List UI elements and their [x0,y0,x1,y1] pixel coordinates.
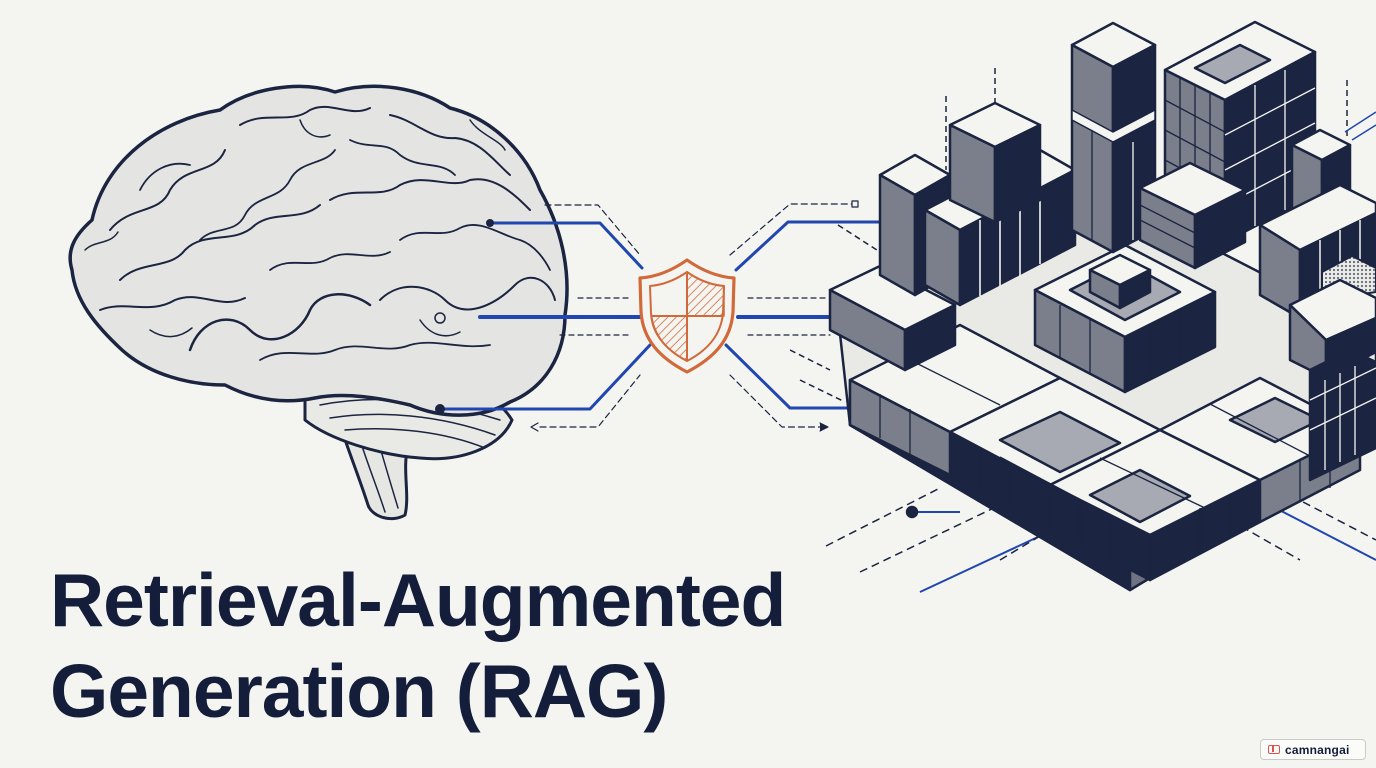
watermark-badge: camnangai [1260,739,1366,760]
shield-icon [638,258,736,374]
brain-icon [68,84,569,521]
watermark-text: camnangai [1285,742,1350,757]
book-icon [1268,745,1280,754]
isometric-city-icon [789,20,1376,593]
title-line-1: Retrieval-Augmented [50,558,786,642]
title-line-2: Generation (RAG) [50,649,668,733]
